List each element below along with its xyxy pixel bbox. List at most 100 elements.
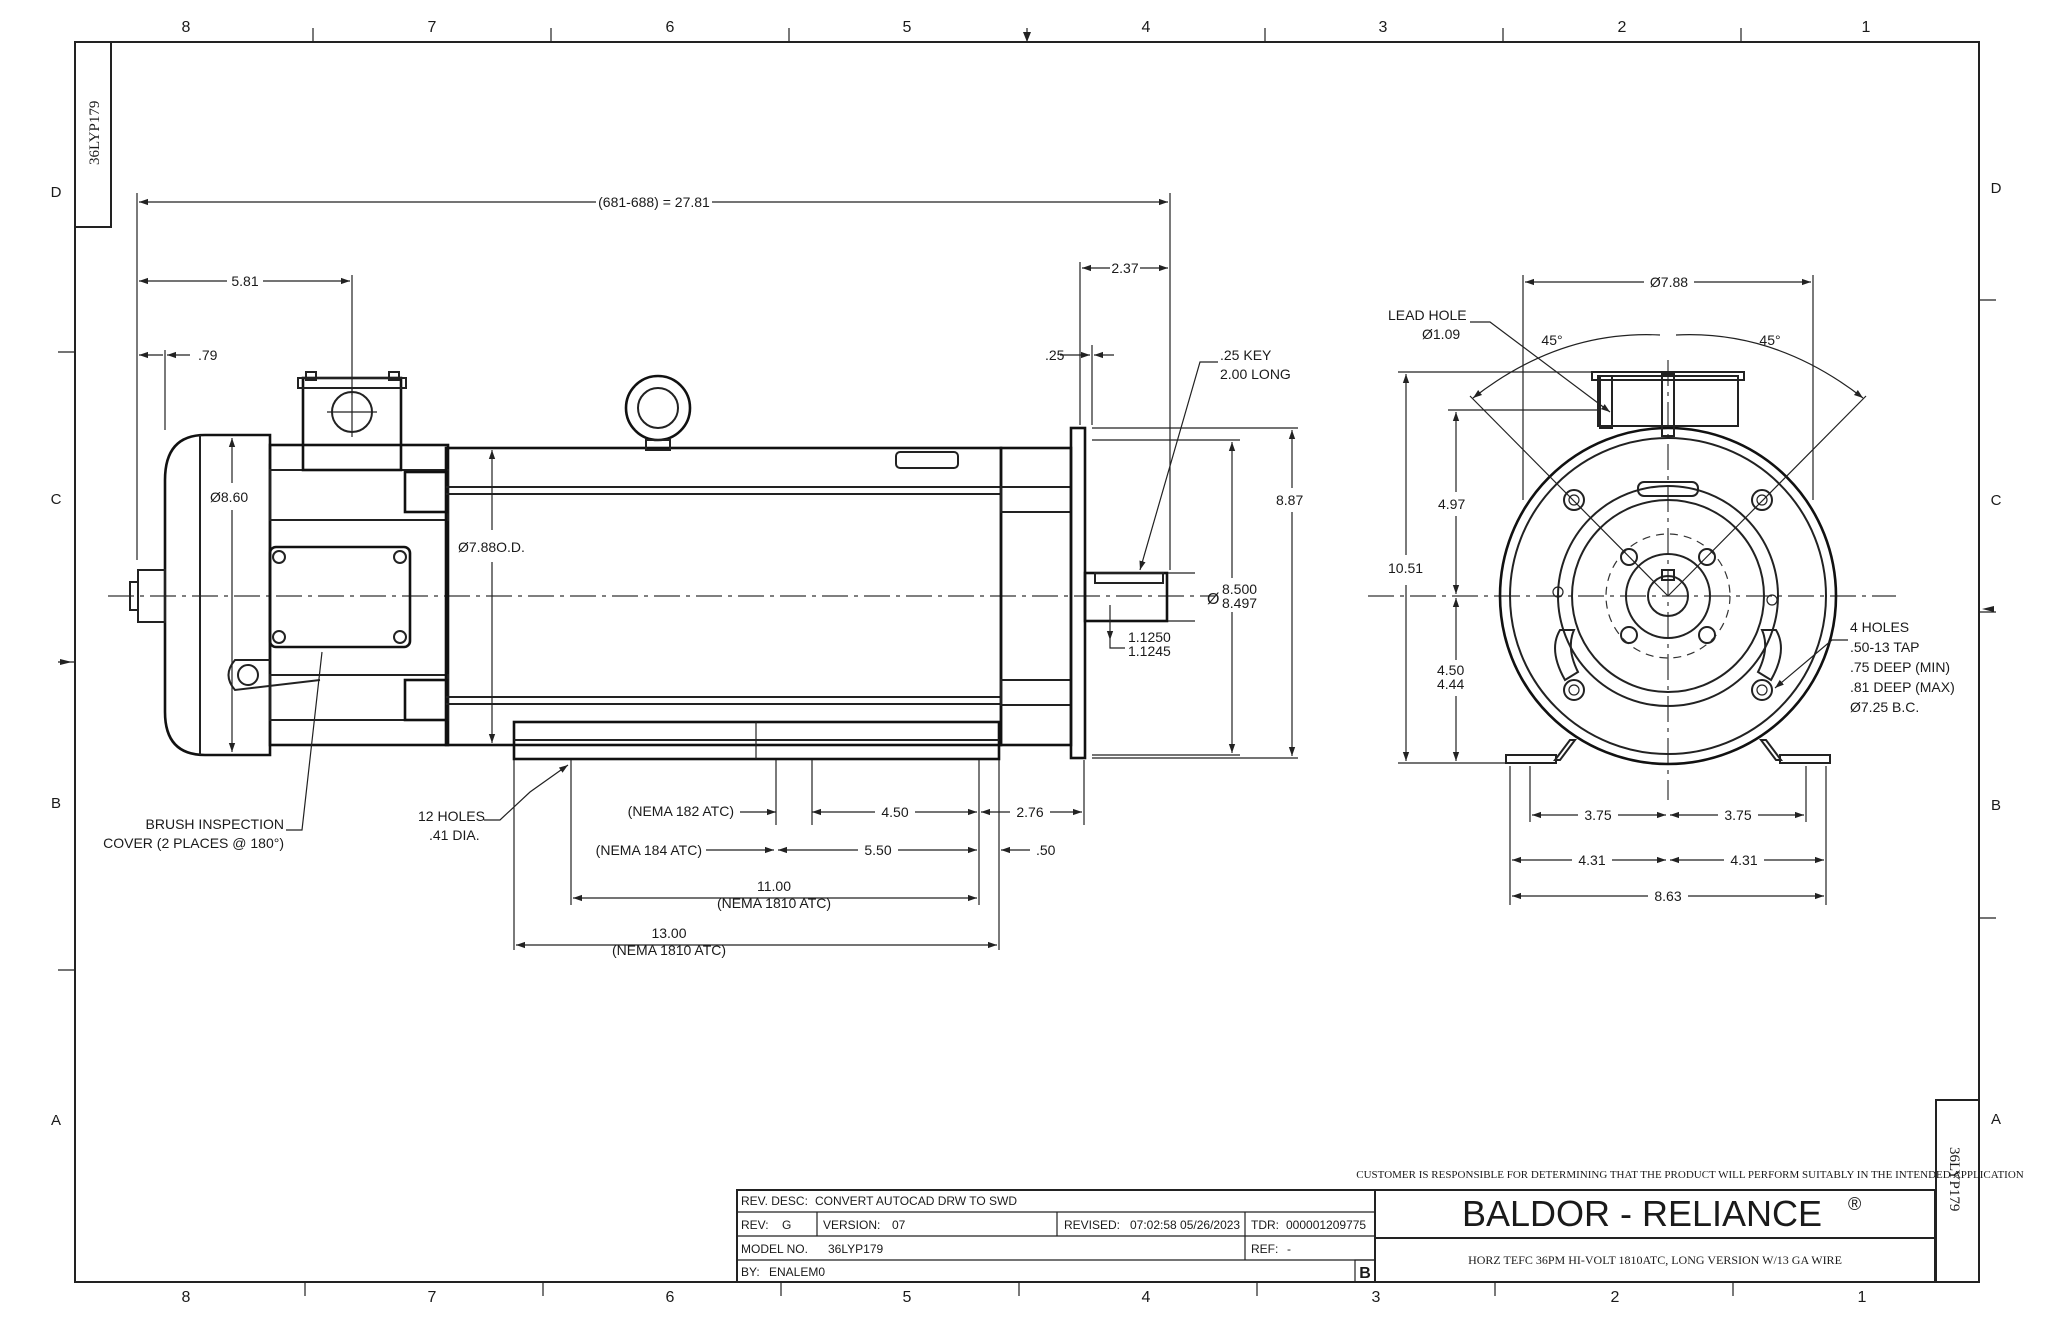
tdr-label: TDR: [1251,1218,1279,1232]
zone-label: 3 [1372,1289,1381,1306]
dim-0-79: .79 [198,347,218,363]
zone-numbers-bottom: 8 7 6 5 4 3 2 1 [182,1289,1867,1306]
dim-1-1250: 1.1250 [1128,629,1171,645]
zone-label: 2 [1611,1289,1620,1306]
zone-label: 7 [428,19,437,36]
model-label: MODEL NO. [741,1242,808,1256]
dim-1-1245: 1.1245 [1128,643,1171,659]
drawing-description: HORZ TEFC 36PM HI-VOLT 1810ATC, LONG VER… [1468,1253,1842,1267]
lead-hole-line2: Ø1.09 [1422,326,1460,342]
zone-label: 4 [1142,19,1151,36]
corner-tag-top: 36LYP179 [74,41,112,228]
nema-1810-label: (NEMA 1810 ATC) [612,942,726,958]
zone-label: 6 [666,1289,675,1306]
zone-label: B [1991,797,2001,814]
dim-4-50: 4.50 [881,804,908,820]
ref-value: - [1287,1242,1291,1256]
dim-13-00: 13.00 [651,925,686,941]
dim-4-31-left: 4.31 [1578,852,1605,868]
dim-dia-7-88-od: Ø7.88O.D. [458,539,525,555]
dim-3-75-right: 3.75 [1724,807,1751,823]
zone-label: B [51,795,61,812]
dim-2-37: 2.37 [1111,260,1138,276]
dim-0-25: .25 [1045,347,1065,363]
tdr-value: 000001209775 [1286,1218,1366,1232]
dim-4-31-right: 4.31 [1730,852,1757,868]
key-note-line1: .25 KEY [1220,347,1272,363]
zone-label: D [51,184,62,201]
dim-4-50: 4.50 [1437,662,1464,678]
rev-desc-label: REV. DESC: [741,1194,808,1208]
dim-0-50: .50 [1036,842,1056,858]
corner-tag-right: 36LYP179 [1935,1099,1980,1283]
nema-182-label: (NEMA 182 ATC) [628,803,734,819]
revised-value: 07:02:58 05/26/2023 [1130,1218,1240,1232]
dim-4-44: 4.44 [1437,676,1464,692]
tap-holes-line2: .50-13 TAP [1850,639,1920,655]
zone-label: 2 [1618,19,1627,36]
drawing-size: B [1359,1265,1371,1282]
zone-label: C [51,491,62,508]
zone-label: 5 [903,1289,912,1306]
disclaimer: CUSTOMER IS RESPONSIBLE FOR DETERMINING … [1356,1169,2023,1181]
tap-holes-line4: .81 DEEP (MAX) [1850,679,1955,695]
zone-label: 8 [182,19,191,36]
dim-3-75-left: 3.75 [1584,807,1611,823]
version-label: VERSION: [823,1218,880,1232]
lead-hole-line1: LEAD HOLE [1388,307,1467,323]
tap-holes-line1: 4 HOLES [1850,619,1909,635]
brush-note-line1: BRUSH INSPECTION [146,816,284,832]
key-note-line2: 2.00 LONG [1220,366,1291,382]
dim-10-51: 10.51 [1388,560,1423,576]
by-label: BY: [741,1265,760,1279]
dim-5-50: 5.50 [864,842,891,858]
rev-desc-value: CONVERT AUTOCAD DRW TO SWD [815,1194,1017,1208]
registered-mark: ® [1848,1194,1861,1214]
side-view-dimensions [136,193,1298,950]
motor-end-view [1368,360,1896,800]
zone-label: A [51,1112,61,1129]
dim-dia-8-60: Ø8.60 [210,489,248,505]
zone-letters-right: D C B A [1991,180,2002,1128]
dim-overall-length: (681-688) = 27.81 [598,194,710,210]
title-block: CUSTOMER IS RESPONSIBLE FOR DETERMINING … [736,1169,2024,1283]
ref-label: REF: [1251,1242,1278,1256]
end-view-labels: Ø7.88 LEAD HOLE Ø1.09 45° 45° 10.51 4.97… [1388,274,1955,904]
angle-left: 45° [1541,332,1562,348]
end-view-dimensions [1398,275,1867,905]
dim-5-81: 5.81 [231,273,258,289]
zone-label: D [1991,180,2002,197]
dim-8-87: 8.87 [1276,492,1303,508]
zone-numbers-top: 8 7 6 5 4 3 2 1 [182,19,1871,36]
zone-letters-left: D C B A [51,184,62,1129]
rev-label: REV: [741,1218,769,1232]
dim-8-63: 8.63 [1654,888,1681,904]
brand-logo-text: BALDOR - RELIANCE [1462,1193,1822,1234]
holes-note-line2: .41 DIA. [429,827,480,843]
zone-label: 5 [903,19,912,36]
motor-side-view [108,371,1215,761]
tap-holes-line5: Ø7.25 B.C. [1850,699,1919,715]
dim-8-497: 8.497 [1222,595,1257,611]
tap-holes-line3: .75 DEEP (MIN) [1850,659,1950,675]
zone-label: 3 [1379,19,1388,36]
zone-label: 4 [1142,1289,1151,1306]
model-tag: 36LYP179 [1946,1147,1962,1211]
by-value: ENALEM0 [769,1265,825,1279]
dim-11-00: 11.00 [757,878,791,894]
dim-dia-7-88: Ø7.88 [1650,274,1688,290]
zone-label: A [1991,1111,2001,1128]
zone-label: 1 [1858,1289,1867,1306]
nema-184-label: (NEMA 184 ATC) [596,842,702,858]
brush-note-line2: COVER (2 PLACES @ 180°) [103,835,284,851]
nema-1810-label: (NEMA 1810 ATC) [717,895,831,911]
dim-8-500: 8.500 [1222,581,1257,597]
version-value: 07 [892,1218,906,1232]
revised-label: REVISED: [1064,1218,1120,1232]
zone-label: 7 [428,1289,437,1306]
drawing-border [58,28,1996,1296]
dim-dia-prefix: Ø [1207,591,1219,608]
angle-right: 45° [1759,332,1780,348]
zone-label: 6 [666,19,675,36]
